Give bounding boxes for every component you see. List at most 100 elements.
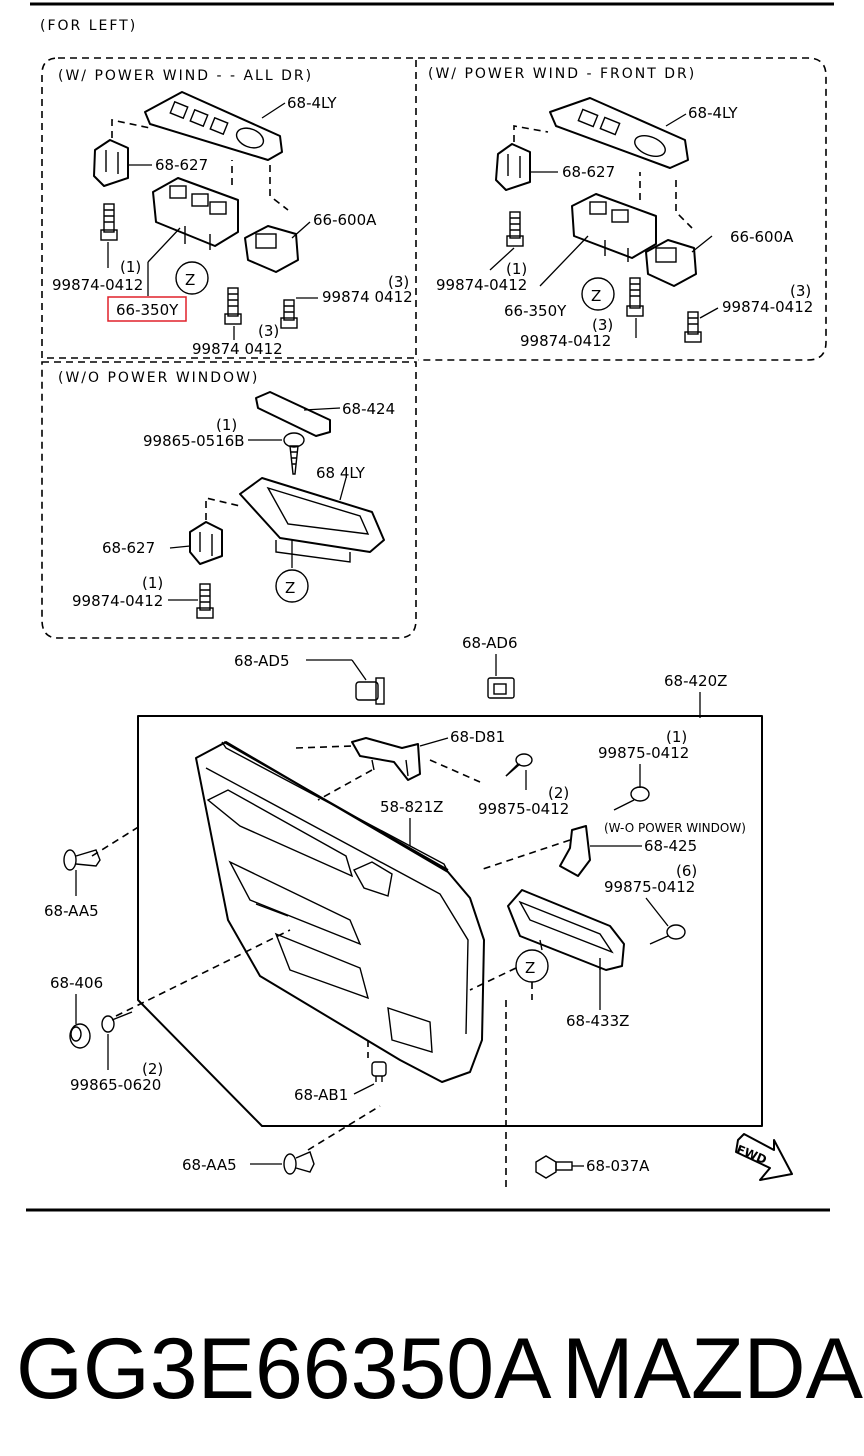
label-small-switch: 66-600A [313,211,377,229]
section-power-all-title: (W/ POWER WIND - - ALL DR) [58,68,313,84]
label-bezel-no-power: 68 4LY [316,464,366,482]
label-bolt: 68-037A [586,1157,650,1175]
label-screw-bottom-front-qty: (3) [592,316,613,334]
bezel-part [549,97,689,169]
label-bracket-d81: 68-D81 [450,728,505,746]
label-screw-c: 99875-0412 [604,878,695,896]
label-screw-right-qty: (3) [388,273,409,291]
screw-icon [101,1011,133,1033]
fwd-label: FWD [734,1142,768,1167]
clip-icon [283,1151,315,1175]
clip-icon [355,677,385,705]
small-switch-part [244,225,299,273]
label-screw-left: 99874-0412 [52,276,143,294]
label-screw-d-qty: (2) [142,1060,163,1078]
label-screw-top-qty: (1) [216,416,237,434]
ref-z-door: Z [525,959,535,977]
bezel-part [239,477,385,563]
ref-z-front: Z [591,287,601,305]
label-bracket-front: 68-627 [562,163,615,181]
ref-z-no-power: Z [285,579,295,597]
ref-circle [581,277,615,311]
label-pad: 68-424 [342,400,395,418]
main-switch-part [152,177,239,250]
label-clip-nut: 68-AD6 [462,634,518,652]
label-small-switch-front: 66-600A [730,228,794,246]
brand-caption: MAZDA [562,1321,864,1417]
label-bracket-425: 68-425 [644,837,697,855]
highlight-box [107,296,187,322]
label-screw-b: 99875-0412 [478,800,569,818]
screw-icon [280,299,298,329]
ref-circle [175,261,209,295]
label-screw-bottom-qty: (3) [258,322,279,340]
screw-icon [283,432,305,475]
cap-icon [69,1023,91,1049]
main-switch-part [571,193,657,262]
clip-icon [63,849,101,871]
label-screw-right-front-qty: (3) [790,282,811,300]
screw-icon [626,277,644,317]
label-screw-no-power-qty: (1) [142,574,163,592]
part-number-caption: GG3E66350A [16,1321,552,1417]
label-screw-bottom-front: 99874-0412 [520,332,611,350]
bracket-part [189,521,223,565]
door-panel-frame [137,715,763,1127]
label-clip-ab1: 68-AB1 [294,1086,348,1104]
weatherstrip-part [223,741,449,871]
bracket-part [93,139,129,187]
bracket-part [495,143,531,191]
label-clip-left: 68-AA5 [44,902,99,920]
label-bezel-front: 68-4LY [688,104,738,122]
section-power-all-frame [41,57,417,359]
screw-icon [224,287,242,325]
label-screw-bottom: 99874 0412 [192,340,283,358]
label-screw-b-qty: (2) [548,784,569,802]
bracket-d81-part [351,737,421,781]
door-trim-part [195,741,485,1083]
screw-icon [649,924,686,945]
label-screw-a: 99875-0412 [598,744,689,762]
clip-icon [371,1061,387,1082]
label-trim: 68-420Z [664,672,727,690]
label-clip-top: 68-AD5 [234,652,290,670]
label-screw-d: 99865-0620 [70,1076,161,1094]
section-no-power-frame [41,361,417,639]
header-label: (FOR LEFT) [40,18,137,34]
ref-z: Z [185,271,195,289]
label-main-switch-front: 66-350Y [504,302,567,320]
section-power-front-frame [418,57,827,361]
screw-icon [684,311,702,343]
label-screw-left-front: 99874-0412 [436,276,527,294]
label-screw-right: 99874 0412 [322,288,413,306]
label-screw-right-front: 99874-0412 [722,298,813,316]
ref-circle [275,569,309,603]
screw-icon [505,753,533,777]
label-note-no-power: (W-O POWER WINDOW) [604,821,746,835]
label-bracket: 68-627 [155,156,208,174]
screw-icon [613,786,650,811]
handle-part [507,889,625,971]
label-screw-a-qty: (1) [666,728,687,746]
screw-icon [100,203,118,241]
bolt-icon [535,1155,573,1179]
label-bezel: 68-4LY [287,94,337,112]
label-screw-left-qty: (1) [120,258,141,276]
label-screw-top: 99865-0516B [143,432,245,450]
label-cap: 68-406 [50,974,103,992]
pad-part [255,391,331,437]
fwd-arrow-icon: FWD [734,1133,793,1181]
screw-icon [196,583,214,619]
label-clip-bottom: 68-AA5 [182,1156,237,1174]
label-main-switch: 66-350Y [116,301,179,319]
section-no-power-title: (W/O POWER WINDOW) [58,370,259,386]
small-switch-part [645,239,697,287]
label-screw-c-qty: (6) [676,862,697,880]
bracket-425-part [559,825,591,877]
label-weatherstrip: 58-821Z [380,798,443,816]
label-bracket-no-power: 68-627 [102,539,155,557]
screw-icon [506,211,524,247]
nut-icon [487,677,515,699]
label-handle: 68-433Z [566,1012,629,1030]
